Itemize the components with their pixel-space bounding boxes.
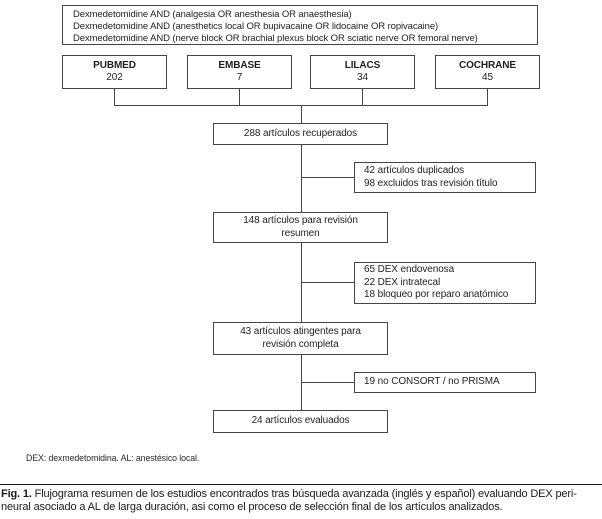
full-review-box: 43 artículos atingentes para revisión co… bbox=[213, 322, 388, 355]
evaluated-box: 24 artículos evaluados bbox=[213, 410, 388, 433]
full-review-line: 43 artículos atingentes para bbox=[240, 326, 361, 337]
connector-retrieved-to-abstract bbox=[301, 145, 302, 212]
figure-label: Fig. 1. bbox=[1, 488, 32, 500]
connector-pubmed-down bbox=[114, 89, 115, 106]
excluded-title-line: 98 excluidos tras revisión título bbox=[364, 177, 498, 189]
database-box-lilacs: LILACS 34 bbox=[310, 55, 415, 89]
abstract-review-line: resumen bbox=[281, 227, 320, 239]
database-box-cochrane: COCHRANE 45 bbox=[435, 55, 540, 89]
caption-text: Flujograma resumen de los estudios encon… bbox=[31, 488, 577, 500]
database-name: LILACS bbox=[344, 59, 381, 71]
caption-line-2: neural asociado a AL de larga duración, … bbox=[1, 500, 503, 513]
connector-branch-excluded-abstract bbox=[301, 282, 354, 283]
retrieved-label: 288 artículos recuperados bbox=[243, 127, 358, 139]
excluded-abstract-line: 18 bloqueo por reparo anatómico bbox=[364, 289, 509, 301]
database-box-embase: EMBASE 7 bbox=[187, 55, 292, 89]
abstract-review-line: 148 artículos para revisión bbox=[243, 215, 358, 226]
excluded-title-line: 42 artículos duplicados bbox=[364, 165, 464, 176]
excluded-title-box: 42 artículos duplicados 98 excluidos tra… bbox=[354, 162, 536, 193]
database-count: 45 bbox=[482, 72, 493, 83]
connector-bus-to-retrieved bbox=[301, 105, 302, 123]
database-name: PUBMED bbox=[93, 59, 136, 71]
database-count: 202 bbox=[106, 72, 123, 83]
search-strategy-line: Dexmedetomidine AND (anesthetics local O… bbox=[73, 20, 439, 32]
excluded-abstract-box: 65 DEX endovenosa 22 DEX intratecal 18 b… bbox=[354, 262, 536, 304]
excluded-reporting-line: 19 no CONSORT / no PRISMA bbox=[364, 376, 500, 388]
search-strategy-line: Dexmedetomidine AND (nerve block OR brac… bbox=[73, 32, 478, 44]
excluded-abstract-line: 65 DEX endovenosa bbox=[364, 264, 455, 276]
search-strategy-box: Dexmedetomidine AND (analgesia OR anesth… bbox=[62, 5, 538, 45]
database-name: COCHRANE bbox=[459, 59, 516, 71]
connector-cochrane-down bbox=[487, 89, 488, 106]
database-box-pubmed: PUBMED 202 bbox=[62, 55, 167, 89]
connector-branch-excluded-reporting bbox=[301, 382, 354, 383]
connector-branch-excluded-title bbox=[301, 177, 354, 178]
database-count: 34 bbox=[357, 72, 368, 83]
abbreviations-footnote: DEX: dexmedetomidina. AL: anestésico loc… bbox=[26, 453, 200, 463]
full-review-line: revisión completa bbox=[262, 338, 339, 350]
evaluated-label: 24 artículos evaluados bbox=[251, 415, 350, 427]
excluded-reporting-box: 19 no CONSORT / no PRISMA bbox=[354, 372, 536, 393]
connector-lilacs-down bbox=[362, 89, 363, 106]
excluded-abstract-line: 22 DEX intratecal bbox=[364, 276, 441, 288]
caption-line-1: Fig. 1. Flujograma resumen de los estudi… bbox=[1, 488, 601, 501]
search-strategy-line: Dexmedetomidine AND (analgesia OR anesth… bbox=[73, 9, 352, 20]
retrieved-box: 288 artículos recuperados bbox=[213, 123, 388, 145]
caption-divider bbox=[0, 484, 602, 485]
connector-embase-down bbox=[239, 89, 240, 106]
database-count: 7 bbox=[236, 72, 243, 83]
abstract-review-box: 148 artículos para revisión resumen bbox=[213, 212, 388, 243]
database-name: EMBASE bbox=[218, 59, 261, 71]
figure-caption: Fig. 1. Flujograma resumen de los estudi… bbox=[1, 488, 601, 514]
